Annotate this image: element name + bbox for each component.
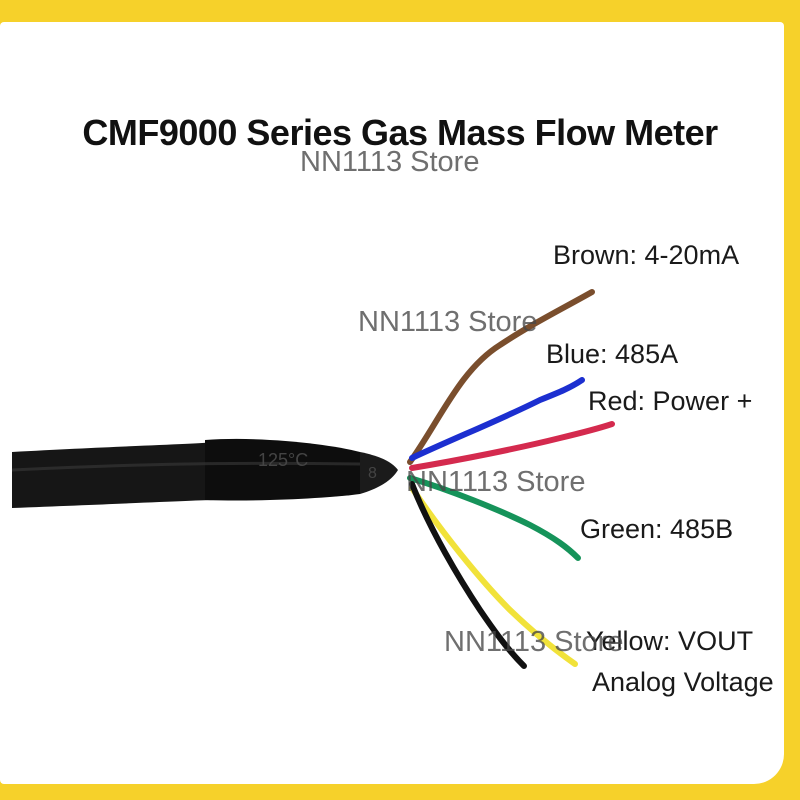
- heat-shrink-sleeve: [205, 438, 360, 501]
- wire-label-brown: Brown: 4-20mA: [553, 240, 740, 270]
- wire-label-red: Red: Power +: [588, 386, 753, 416]
- wire-label-analog: Analog Voltage: [592, 667, 774, 697]
- wire-green: [407, 475, 581, 561]
- white-card: [0, 22, 784, 784]
- page-title: CMF9000 Series Gas Mass Flow Meter: [82, 112, 718, 153]
- jacket-print: 125°C: [258, 450, 308, 470]
- cable-highlight: [11, 461, 361, 472]
- wire-label-blue: Blue: 485A: [546, 339, 679, 369]
- wire-label-green: Green: 485B: [580, 514, 734, 544]
- wire-blue: [409, 377, 585, 461]
- wire-black: [409, 481, 527, 669]
- watermark-4: NN1113 Store: [444, 626, 624, 658]
- watermark-3: NN1113 Store: [406, 466, 586, 498]
- wire-brown: [407, 289, 595, 465]
- wire-label-yellow: Yellow: VOUT: [586, 626, 754, 656]
- jacket-print-2: 8: [368, 465, 377, 482]
- watermark-1: NN1113 Store: [300, 146, 480, 178]
- wire-yellow: [409, 485, 578, 667]
- wire-red: [409, 421, 615, 471]
- cable-jacket: [12, 442, 215, 508]
- jacket-end: [360, 452, 398, 494]
- watermark-2: NN1113 Store: [358, 306, 538, 338]
